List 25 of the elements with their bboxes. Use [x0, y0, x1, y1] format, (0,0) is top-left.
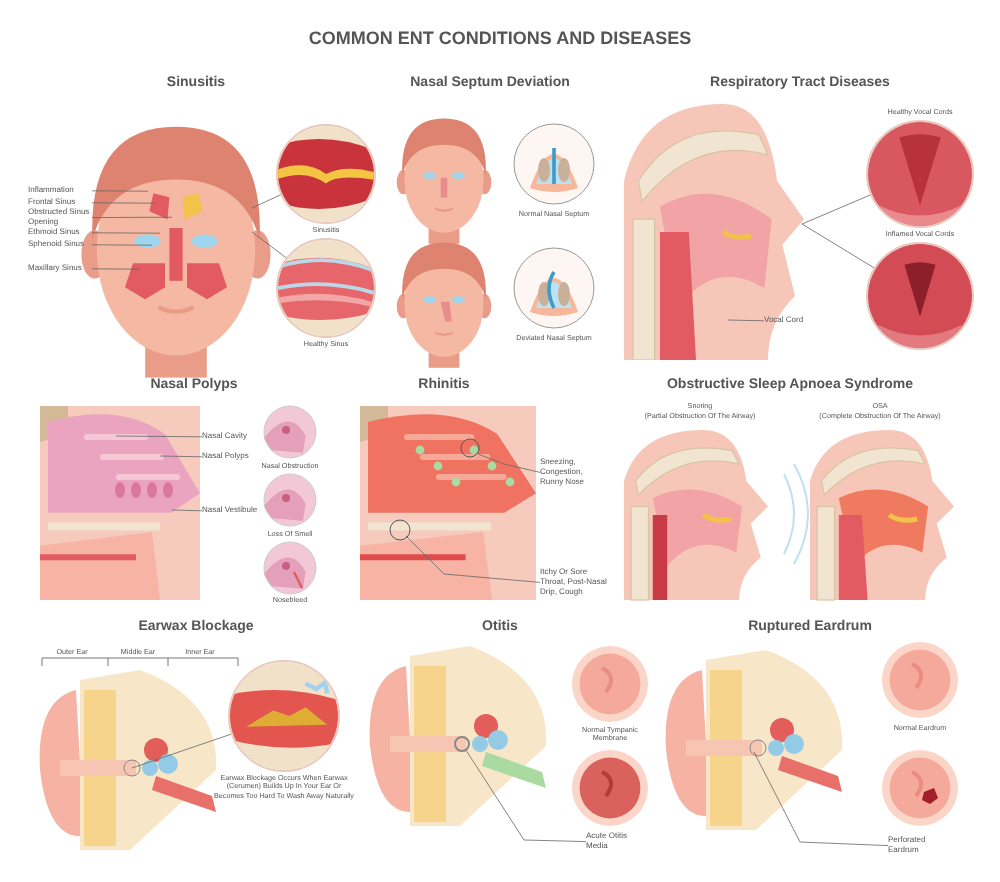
- head-section-drawing: [624, 104, 804, 360]
- magnified-inset: [866, 242, 974, 350]
- leader-line: [251, 231, 287, 259]
- leader-line: [91, 190, 149, 192]
- magnified-inset: [866, 120, 974, 228]
- magnified-inset: [276, 238, 376, 338]
- leader-line: [91, 244, 153, 246]
- leader-line: [131, 733, 232, 769]
- leader-line: [477, 453, 541, 473]
- leader-line: [91, 202, 157, 204]
- leader-line: [801, 194, 871, 225]
- leader-line: [91, 216, 173, 218]
- leader-line: [801, 223, 875, 269]
- leader-line: [91, 232, 161, 234]
- title: COMMON ENT CONDITIONS AND DISEASES: [306, 28, 694, 50]
- leader-line: [91, 268, 141, 270]
- leader-line: [171, 509, 203, 512]
- leader-line: [159, 455, 203, 458]
- leader-line: [753, 751, 889, 846]
- leader-line: [115, 435, 203, 438]
- leader-line: [251, 194, 281, 209]
- leader-line: [727, 319, 765, 322]
- magnified-region-marker: [454, 736, 470, 752]
- leader-line: [466, 750, 587, 842]
- magnified-inset: [276, 124, 376, 224]
